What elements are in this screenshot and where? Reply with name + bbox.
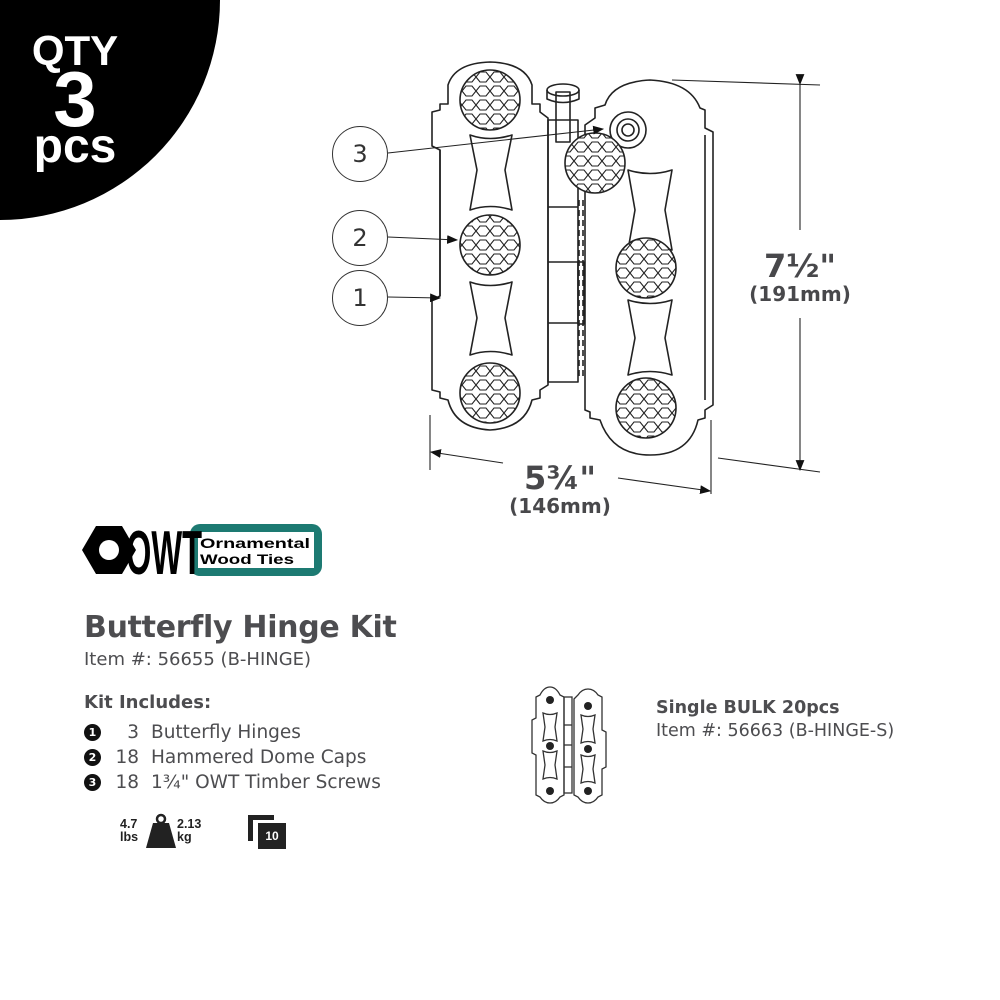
bullet-2-icon: 2 [84,749,101,766]
height-dimension: 7½" (191mm) [740,250,860,304]
svg-text:Wood Ties: Wood Ties [200,551,294,567]
owt-logo-icon: OWT Ornamental Wood Ties [82,522,322,578]
width-dimension: 5¾" (146mm) [500,462,620,516]
weight-lbs-value: 4.7 [120,817,138,831]
callout-2: 2 [332,210,388,266]
bullet-1-icon: 1 [84,724,101,741]
weight-kg-value: 2.13 [177,817,202,831]
bullet-3-icon: 3 [84,774,101,791]
callout-3-label: 3 [352,140,368,168]
callout-1: 1 [332,270,388,326]
product-title: Butterfly Hinge Kit [84,610,397,645]
kit-list: 1 3 Butterfly Hinges 2 18 Hammered Dome … [84,720,381,795]
qty-label: QTY [31,27,119,74]
weight-lbs: 4.7 lbs [120,818,138,844]
svg-text:OWT: OWT [126,522,202,578]
kit-item: 2 18 Hammered Dome Caps [84,745,381,770]
case-pack-count: 10 [265,829,279,843]
kit-item: 1 3 Butterfly Hinges [84,720,381,745]
width-metric: (146mm) [509,494,611,518]
bulk-title: Single BULK 20pcs [656,698,840,718]
callout-1-label: 1 [352,284,368,312]
kit-item: 3 18 1¾" OWT Timber Screws [84,770,381,795]
bulk-item-number: Item #: 56663 (B-HINGE-S) [656,721,895,741]
width-imperial: 5¾" [523,459,597,497]
weight-kg: 2.13 kg [177,818,201,844]
height-metric: (191mm) [749,282,851,306]
butterfly-hinge-drawing-icon [387,61,821,494]
height-imperial: 7½" [763,247,837,285]
qty-number: 3 [53,55,97,143]
kit-item-qty: 18 [115,747,139,768]
kit-heading: Kit Includes: [84,692,212,713]
single-hinge-drawing-icon [531,686,607,804]
weight-kg-unit: kg [177,830,192,844]
kit-item-name: Butterfly Hinges [151,722,301,743]
case-pack-icon: 10 [248,815,286,849]
kit-item-name: Hammered Dome Caps [151,747,367,768]
callout-3: 3 [332,126,388,182]
weight-lbs-unit: lbs [120,830,139,844]
kit-item-name: 1¾" OWT Timber Screws [151,772,381,793]
svg-text:Ornamental: Ornamental [200,535,310,551]
callout-2-label: 2 [352,224,368,252]
kit-item-qty: 3 [127,722,139,743]
qty-unit: pcs [33,120,117,173]
kit-item-qty: 18 [115,772,139,793]
weight-icon [146,813,176,848]
product-item-number: Item #: 56655 (B-HINGE) [84,649,312,670]
